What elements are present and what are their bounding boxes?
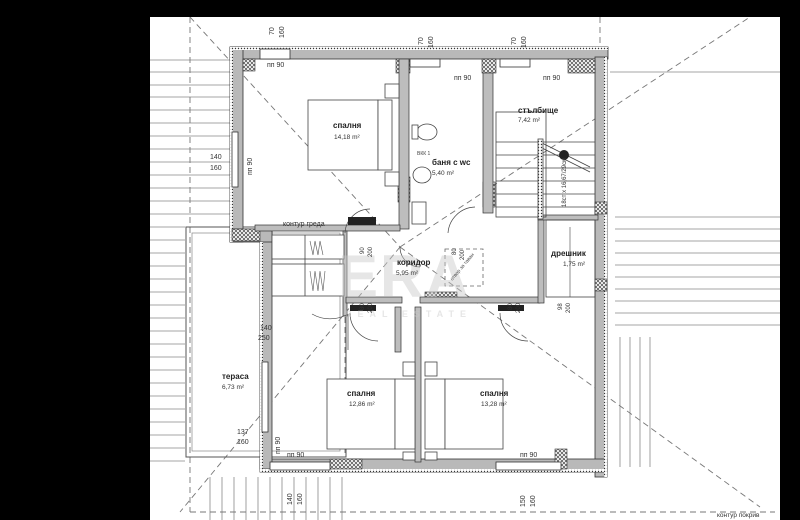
stair-note: 18ст х 16,67/29см xyxy=(562,157,568,207)
dim-bottom-window-2-sill: пп 90 xyxy=(520,452,538,459)
watermark-logo: ERA xyxy=(338,243,471,310)
room-label-bedroom-3: спалня xyxy=(480,389,509,398)
dim-bottom-window-1-a: 140 xyxy=(287,493,294,505)
beam-outline-label: контур греда xyxy=(283,221,325,228)
dim-left-window-a: 140 xyxy=(210,154,222,161)
room-area-bedroom-2: 12,86 m² xyxy=(349,401,375,408)
dim-bottom-window-1-sill: пп 90 xyxy=(287,452,305,459)
room-label-closet: дрешник xyxy=(551,249,586,258)
dim-door-closet-w: 98 xyxy=(558,303,564,310)
room-label-corridor: коридор xyxy=(397,258,431,267)
dim-left-window-b: 160 xyxy=(210,165,222,172)
room-area-bathroom: 5,40 m² xyxy=(432,170,455,177)
dim-door-bed1-w: 90 xyxy=(360,247,366,254)
room-label-bedroom-2: спалня xyxy=(347,389,376,398)
dim-terrace-window-sill: пп 90 xyxy=(275,436,282,454)
dim-top-window-1-b: 160 xyxy=(279,26,286,38)
dim-bottom-window-1-b: 160 xyxy=(297,493,304,505)
watermark-subtext: REAL ESTATE xyxy=(345,309,473,319)
bath-note: ВКК 1 xyxy=(417,151,431,157)
dim-top-window-2-sill: пп 90 xyxy=(454,75,472,82)
dim-terrace-window-b: 160 xyxy=(237,439,249,446)
dim-door-bed2-w: 80 xyxy=(360,303,366,310)
dim-door-bed2-h: 200 xyxy=(368,302,374,313)
dim-top-window-1-a: 70 xyxy=(269,27,276,35)
room-area-bedroom-1: 14,18 m² xyxy=(334,134,360,141)
dim-terrace-door-a: 140 xyxy=(260,325,272,332)
room-label-terrace: тераса xyxy=(222,372,249,381)
dim-bottom-window-2-b: 160 xyxy=(530,495,537,507)
dim-door-bath-w: 80 xyxy=(452,248,458,255)
roof-outline-label: контур покрив xyxy=(717,512,760,519)
dim-top-window-2-b: 160 xyxy=(428,36,435,48)
dim-top-window-2-a: 70 xyxy=(418,37,425,45)
floor-plan-drawing xyxy=(150,17,780,520)
dim-door-closet-h: 200 xyxy=(566,302,572,313)
dim-door-bath-h: 200 xyxy=(460,249,466,260)
dim-left-window-sill: пп 90 xyxy=(247,157,254,175)
floor-plan-sheet: ERA REAL ESTATE спалня 14,18 m² баня с w… xyxy=(150,17,780,520)
dim-bottom-window-2-a: 150 xyxy=(520,495,527,507)
room-label-bathroom: баня с wc xyxy=(432,158,471,167)
room-area-terrace: 6,73 m² xyxy=(222,384,245,391)
dim-top-window-3-sill: пп 90 xyxy=(543,75,561,82)
dim-door-bed3-w: 80 xyxy=(508,303,514,310)
dim-top-window-3-a: 70 xyxy=(511,37,518,45)
room-area-staircase: 7,42 m² xyxy=(518,117,541,124)
dim-top-window-3-b: 160 xyxy=(521,36,528,48)
dim-door-bed1-h: 200 xyxy=(368,246,374,257)
room-area-corridor: 5,95 m² xyxy=(396,270,419,277)
dim-terrace-door-b: 250 xyxy=(258,335,270,342)
room-label-staircase: стълбище xyxy=(518,106,559,115)
dim-top-window-1-sill: пп 90 xyxy=(267,62,285,69)
room-area-bedroom-3: 13,28 m² xyxy=(481,401,507,408)
dim-terrace-window-a: 137 xyxy=(237,429,249,436)
room-label-bedroom-1: спалня xyxy=(333,121,362,130)
room-area-closet: 1,75 m² xyxy=(563,261,586,268)
dim-door-bed3-h: 200 xyxy=(516,302,522,313)
